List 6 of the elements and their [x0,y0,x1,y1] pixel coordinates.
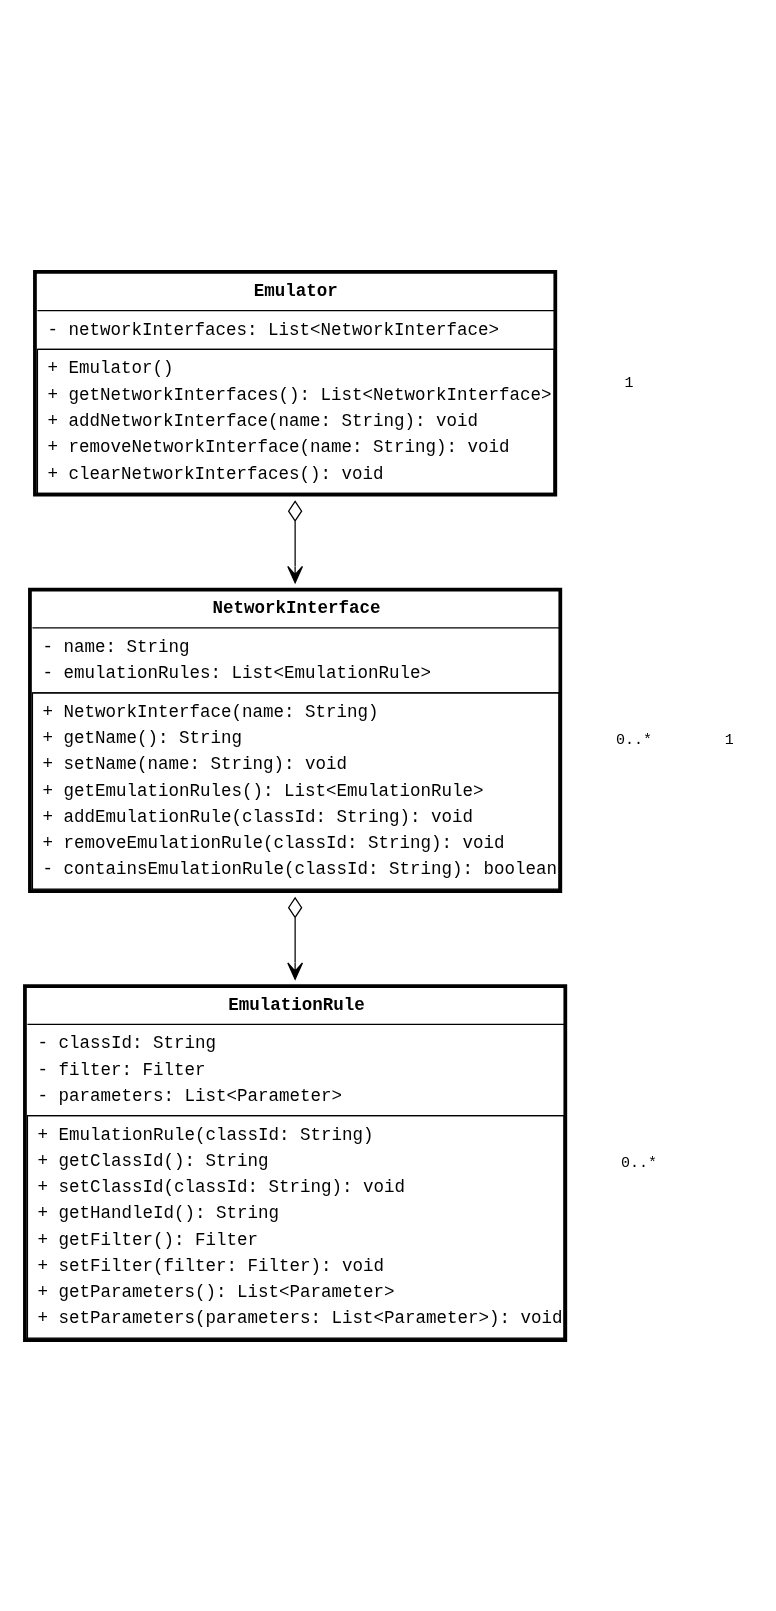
label: 0..* [621,1154,658,1172]
label: 1 [624,374,634,392]
arrow [287,499,304,583]
label: 0..* [616,731,653,749]
label: 1 [724,731,734,749]
arrow [287,896,304,980]
